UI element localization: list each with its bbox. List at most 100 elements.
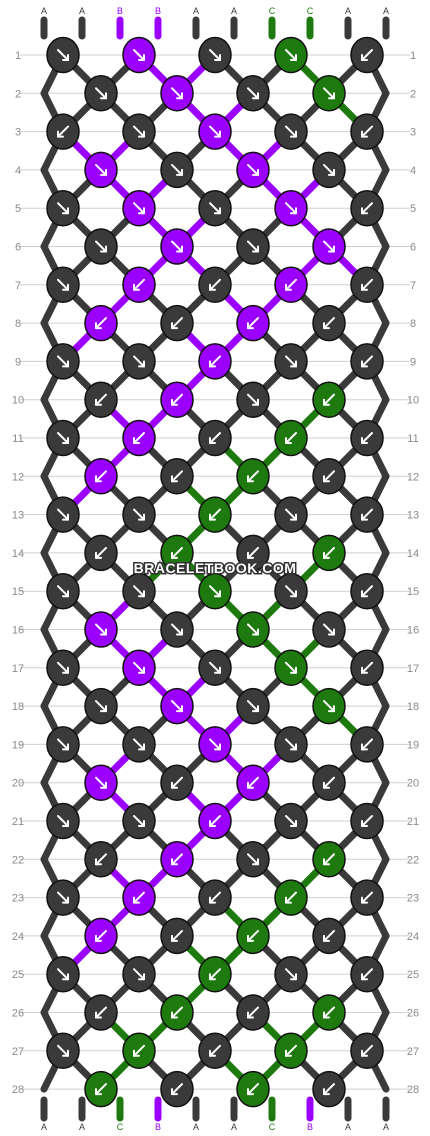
knot [312,687,346,725]
knot [122,1032,156,1070]
arrow-head-icon [62,437,69,444]
arrow-icon [209,738,221,751]
arrow-icon [361,738,373,751]
arrow-icon [247,1006,259,1019]
arrow-head-icon [214,743,221,751]
arrow-head-icon [95,934,102,942]
knot [198,496,232,533]
arrow-head-icon [138,973,145,981]
arrow-head-icon [138,743,145,751]
knot [84,841,118,878]
row-number-right: 15 [407,586,419,598]
row-number-left: 22 [12,854,24,866]
knot [84,151,118,189]
arrow-icon [361,355,373,368]
arrow-icon [323,87,335,100]
arrow-head-icon [62,283,69,291]
row-number-right: 10 [407,395,419,407]
arrow-icon [95,853,107,866]
knot [198,572,232,610]
arrow-head-icon [209,973,216,981]
row-number-right: 23 [407,893,419,905]
knot [274,1032,308,1070]
knot [312,228,346,265]
arrow-head-icon [95,858,102,866]
arrow-icon [247,776,259,789]
row-number-right: 7 [410,280,416,292]
knot [84,1070,118,1108]
arrow-head-icon [62,54,69,61]
arrow-head-icon [361,820,368,827]
arrow-icon [209,508,221,521]
arrow-head-icon [328,92,335,100]
arrow-icon [247,317,259,330]
arrow-head-icon [62,207,69,215]
arrow-icon [285,891,297,904]
arrow-head-icon [138,54,145,61]
arrow-head-icon [214,207,221,215]
knot [350,1032,384,1070]
knot [312,764,346,801]
arrow-icon [95,1083,107,1096]
row-number-right: 19 [407,739,419,751]
row-number-left: 1 [15,50,21,62]
arrow-icon [209,432,221,444]
arrow-head-icon [176,245,183,253]
arrow-head-icon [214,590,221,598]
arrow-icon [247,163,259,176]
arrow-head-icon [95,1011,102,1019]
arrow-head-icon [171,858,178,866]
arrow-icon [209,49,221,61]
arrow-head-icon [95,551,102,559]
arrow-icon [323,700,335,713]
strand-label-top: A [345,6,351,16]
arrow-head-icon [100,92,107,100]
arrow-icon [171,776,183,789]
arrow-head-icon [285,437,292,444]
arrow-head-icon [361,666,368,674]
strand-label-top: A [193,6,199,16]
row-number-left: 12 [12,471,24,483]
strand-label-top: B [155,6,161,16]
knot [160,917,194,955]
knot [84,534,118,572]
knot [274,572,308,610]
arrow-head-icon [252,705,259,713]
arrow-head-icon [361,54,368,61]
knot [84,687,118,725]
arrow-icon [171,470,183,483]
arrow-icon [133,661,145,674]
arrow-icon [171,929,183,942]
arrow-head-icon [328,705,335,713]
knot [46,266,80,304]
arrow-head-icon [290,360,297,368]
arrow-icon [57,278,69,291]
arrow-head-icon [62,1049,69,1057]
row-number-left: 16 [12,625,24,637]
arrow-icon [285,49,297,61]
arrow-icon [323,929,335,942]
knot [84,917,118,955]
arrow-icon [209,1044,221,1057]
arrow-head-icon [323,1088,330,1096]
arrow-icon [323,470,335,483]
row-number-right: 22 [407,854,419,866]
knot [274,266,308,304]
row-number-right: 25 [407,969,419,981]
arrow-head-icon [285,283,292,291]
knot [46,496,80,533]
knot [274,879,308,916]
arrow-icon [247,700,259,713]
knot [122,879,156,916]
arrow-icon [57,355,69,368]
knot [274,343,308,380]
arrow-head-icon [361,130,368,138]
arrow-head-icon [361,1049,368,1057]
arrow-icon [95,317,107,330]
row-number-right: 26 [407,1008,419,1020]
knot [350,879,384,916]
arrow-icon [171,240,183,253]
arrow-icon [323,776,335,789]
strand-label-bottom: A [345,1122,351,1132]
